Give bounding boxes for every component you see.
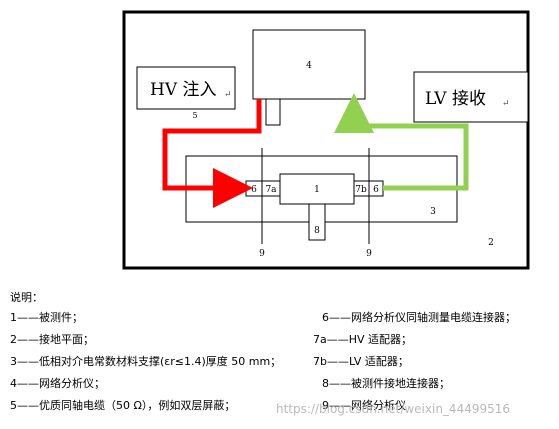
ground-plane-frame (122, 10, 530, 270)
hv-injection-path (162, 99, 262, 208)
legend-right-9: 9——网络分析仪 (322, 399, 406, 412)
cable-label: 5 (192, 111, 197, 120)
adapter-7a-label: 7a (265, 185, 277, 195)
lv-callout-box (413, 71, 529, 123)
dut-box (279, 173, 355, 205)
hv-callout-text: HV 注入 (150, 80, 217, 100)
legend-right-7a: 7a——HV 适配器； (313, 333, 413, 346)
adapter-7b-label: 7b (355, 185, 367, 195)
watermark-url: https://blog.csdn.net/weixin_44499516 (276, 402, 511, 416)
legend-left-2: 2——接地平面； (10, 333, 94, 346)
legend-left-5: 5——优质同轴电缆（50 Ω），例如双层屏蔽； (10, 399, 236, 412)
legend-right-8: 8——被测件接地连接器； (322, 377, 450, 390)
port-6-left-label: 6 (251, 185, 257, 195)
support-label: 3 (430, 207, 436, 217)
legend-left-3: 3——低相对介电常数材料支撑(εr≤1.4)厚度 50 mm； (10, 355, 282, 368)
ground-connector-label: 8 (314, 226, 320, 236)
analyzer-label: 4 (306, 61, 312, 71)
legend-right-6: 6——网络分析仪同轴测量电缆连接器； (322, 311, 516, 324)
adapter-7a (261, 180, 281, 197)
ground-connector-box (308, 203, 326, 241)
port-6-right-label: 6 (373, 185, 379, 195)
label-9-right: 9 (366, 249, 372, 259)
lv-callout-text: LV 接收 (425, 89, 486, 109)
ground-plane-label: 2 (488, 238, 494, 248)
network-analyzer-box (252, 29, 366, 100)
label-9-left: 9 (259, 249, 265, 259)
legend-left-4: 4——网络分析仪； (10, 377, 105, 390)
hv-callout-box (136, 66, 236, 110)
legend-title: 说明： (10, 291, 43, 304)
legend-left-1: 1——被测件； (10, 311, 83, 324)
dut-label: 1 (314, 185, 320, 195)
lv-receive-path (334, 93, 469, 191)
lv-callout-mark: ↵ (502, 99, 510, 109)
legend-right-7b: 7b——LV 适配器； (313, 355, 409, 368)
hv-callout-mark: ↵ (224, 90, 232, 100)
analyzer-connector-left (265, 98, 281, 126)
